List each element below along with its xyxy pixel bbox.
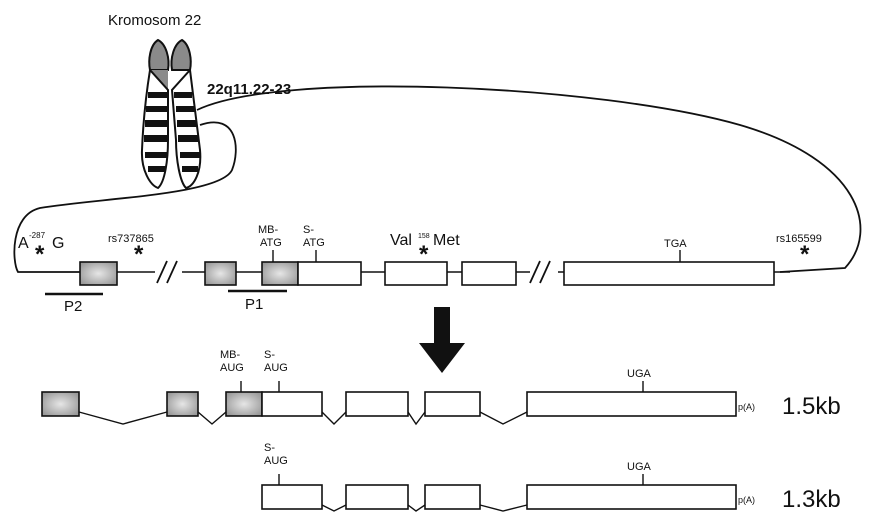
intron-break-2 [529, 260, 551, 284]
snp-rs165599-label: rs165599 [776, 233, 822, 245]
snp-asterisk-4: * [800, 241, 810, 268]
zoom-line-right [196, 85, 862, 273]
promoter-2-label: P2 [64, 298, 82, 315]
s-aug-line1-long: S- [264, 349, 275, 361]
t2-exon-3 [424, 484, 481, 510]
transcript-short [261, 474, 737, 512]
snp-asterisk-2: * [134, 241, 144, 268]
exon-coding-1 [297, 261, 362, 286]
polya-label-long: p(A) [738, 402, 755, 412]
exon-utr-3 [261, 261, 299, 286]
snp-asterisk-1: * [35, 241, 45, 268]
val-met-pos-label: 158 [418, 233, 430, 240]
exon-utr-1 [79, 261, 118, 286]
exon-utr-2 [204, 261, 237, 286]
mb-aug-line1: MB- [220, 349, 241, 361]
t2-exon-4 [526, 484, 737, 510]
t1-exon-7 [526, 391, 737, 417]
exon-coding-2 [384, 261, 448, 286]
t2-exon-2 [345, 484, 409, 510]
promoter-1-label: P1 [245, 296, 263, 313]
t1-exon-6 [424, 391, 481, 417]
mb-aug-line2: AUG [220, 362, 244, 374]
snp-asterisk-3: * [419, 241, 429, 268]
transcript-long [41, 381, 737, 426]
tga-label: TGA [664, 238, 687, 250]
gene-structure [45, 250, 790, 296]
intron-break-1 [156, 260, 178, 284]
val-label: Val [390, 232, 412, 249]
s-atg-line2: ATG [303, 237, 325, 249]
zoom-line-left [13, 121, 237, 273]
uga-label-long: UGA [627, 368, 652, 380]
t1-exon-1 [41, 391, 80, 417]
snp-pos-label: -287 [29, 231, 46, 240]
t1-exon-5 [345, 391, 409, 417]
met-label: Met [433, 232, 460, 249]
t1-exon-4 [261, 391, 323, 417]
mb-atg-line2: ATG [260, 237, 282, 249]
uga-label-short: UGA [627, 461, 652, 473]
exon-coding-3 [461, 261, 517, 286]
s-aug-line2-long: AUG [264, 362, 288, 374]
t1-exon-3 [225, 391, 263, 417]
size-label-short: 1.3kb [782, 486, 841, 512]
chromosome-22-icon [140, 38, 202, 190]
band-label: 22q11.22-23 [207, 81, 291, 98]
s-aug-line2-short: AUG [264, 455, 288, 467]
s-aug-line1-short: S- [264, 442, 275, 454]
polya-label-short: p(A) [738, 495, 755, 505]
t2-exon-1 [261, 484, 323, 510]
size-label-long: 1.5kb [782, 393, 841, 420]
mb-atg-line1: MB- [258, 224, 279, 236]
snp-rs737865-label: rs737865 [108, 233, 154, 245]
down-arrow-icon [419, 307, 465, 373]
snp-alt-label: G [52, 235, 64, 252]
chromosome-title: Kromosom 22 [108, 12, 201, 29]
t1-exon-2 [166, 391, 199, 417]
snp-ref-label: A [18, 235, 29, 252]
exon-coding-4 [563, 261, 775, 286]
s-atg-line1: S- [303, 224, 314, 236]
